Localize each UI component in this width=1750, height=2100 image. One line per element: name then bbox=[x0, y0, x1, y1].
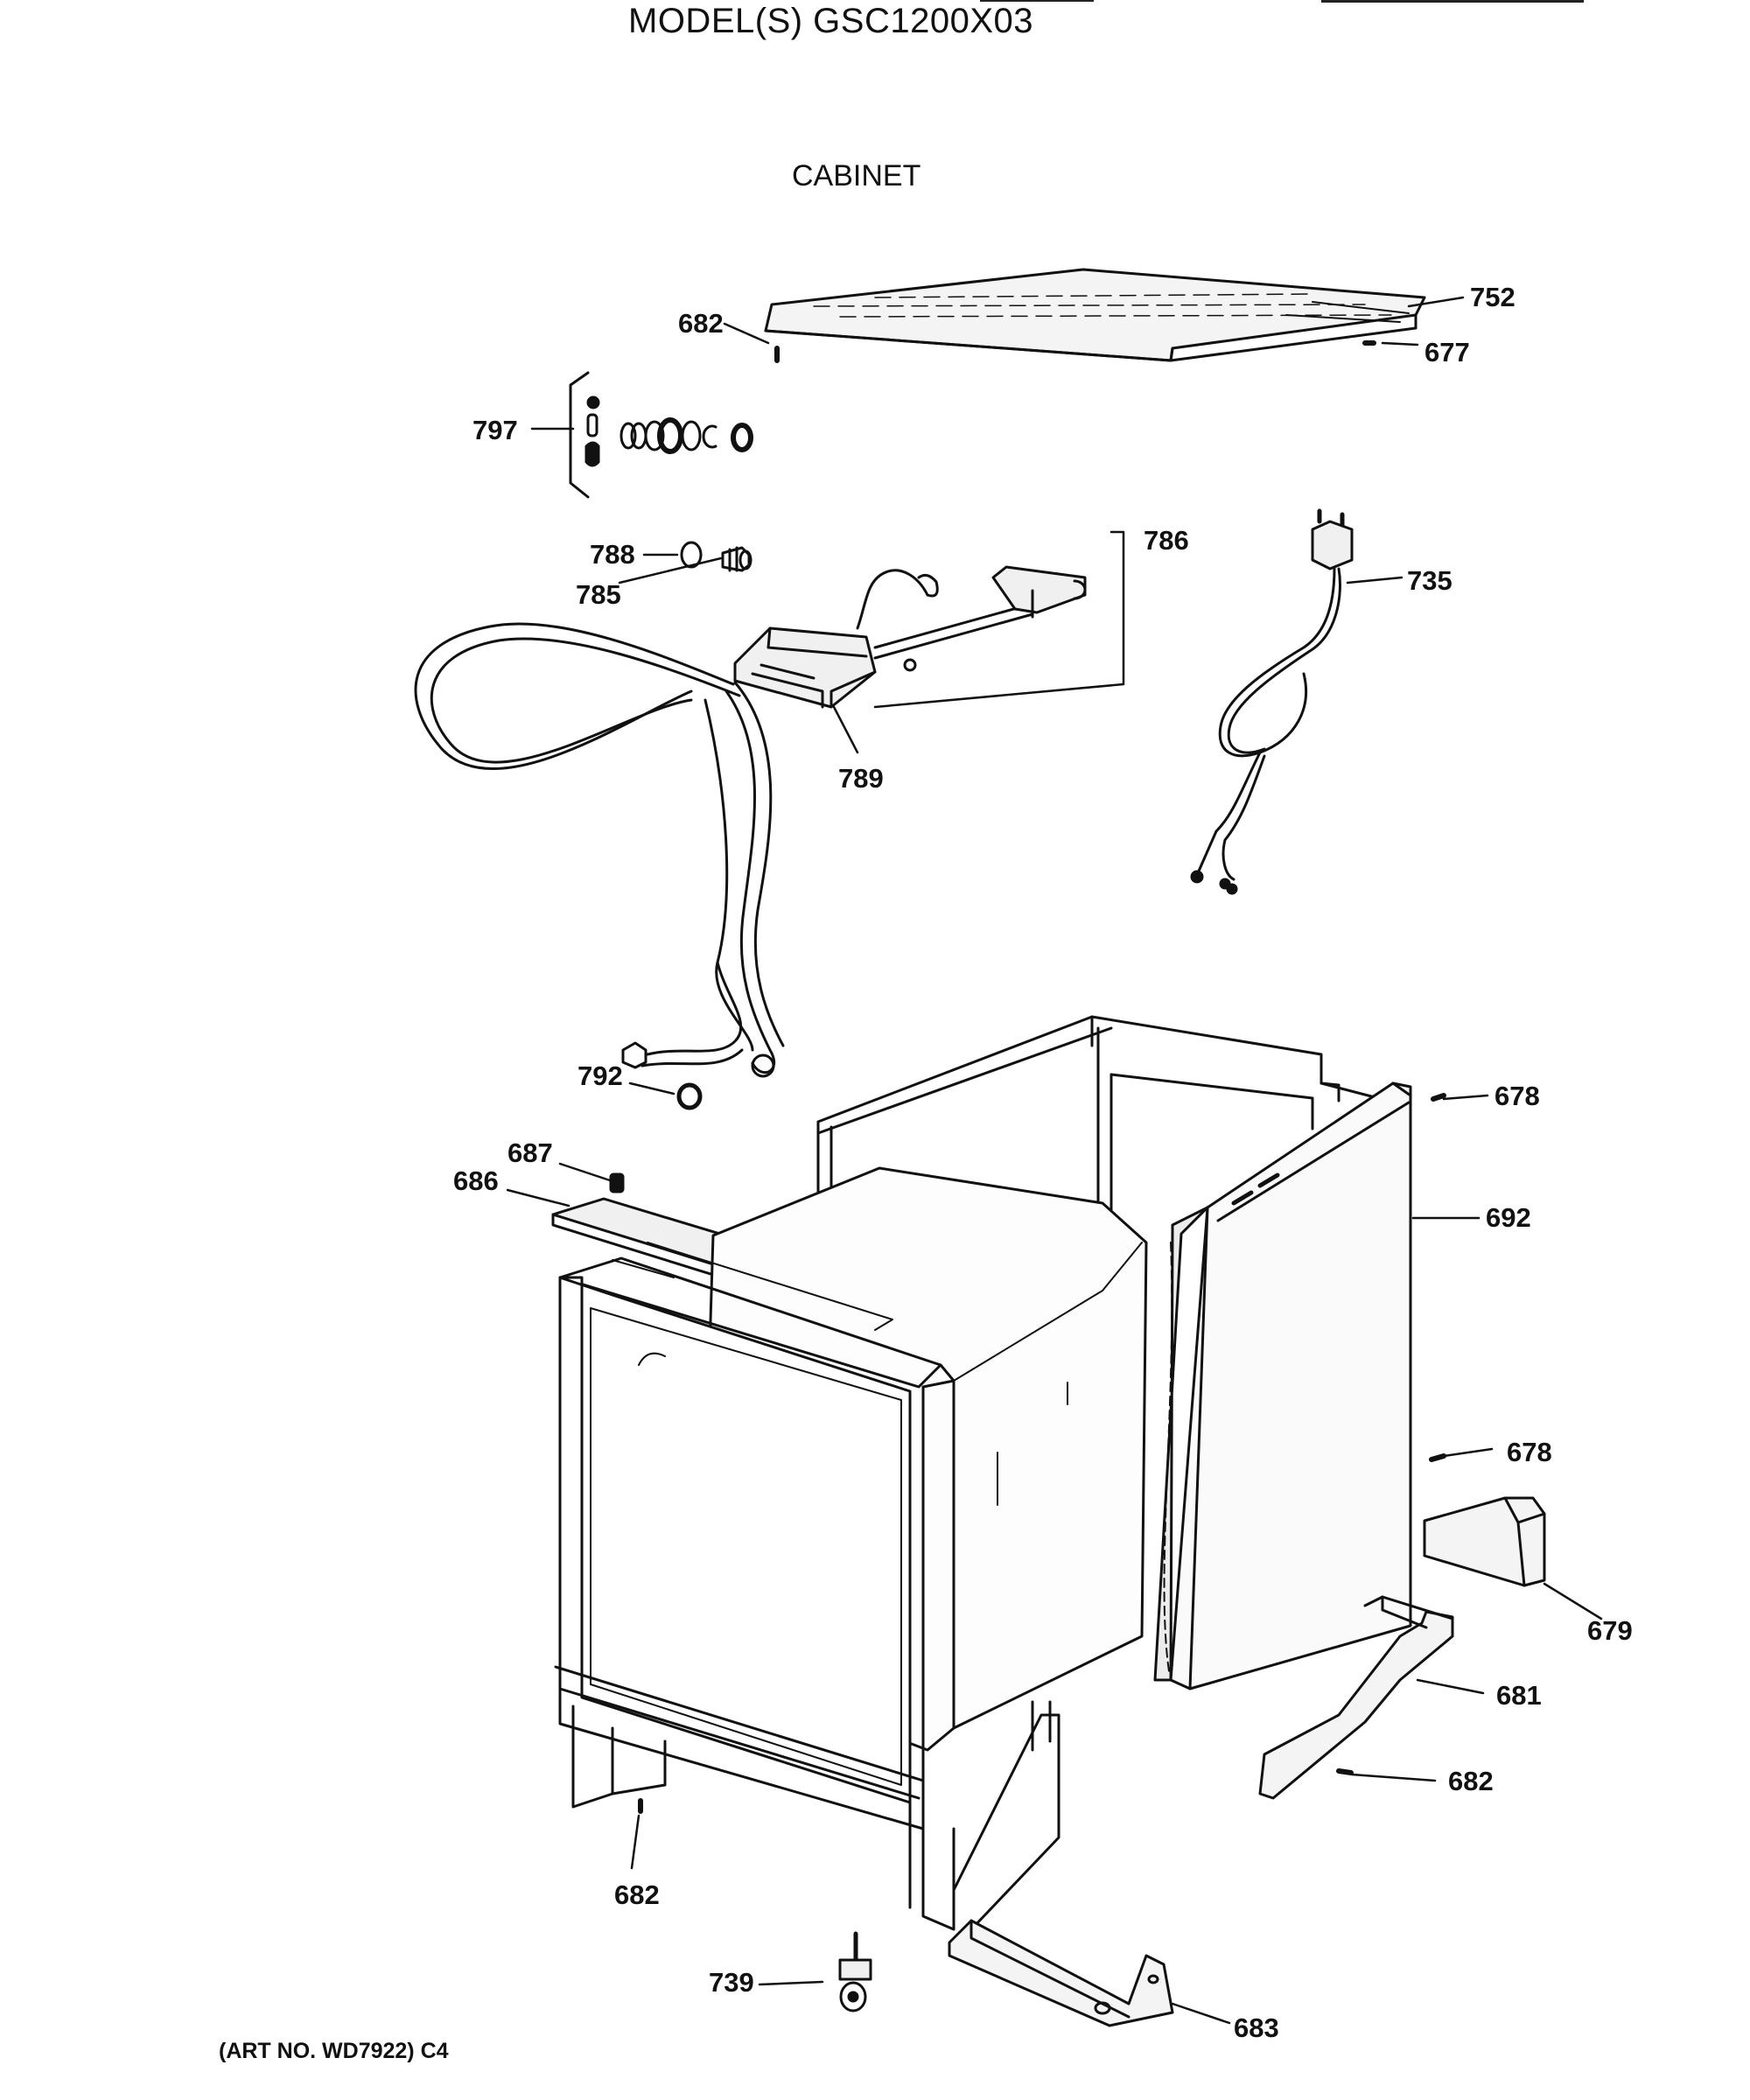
fitting-785 bbox=[721, 546, 752, 572]
o-ring-788 bbox=[680, 541, 703, 569]
leveling-leg-739 bbox=[838, 1931, 872, 2012]
label-687: 687 bbox=[508, 1138, 553, 1168]
leader-lines bbox=[506, 296, 1603, 2025]
label-788: 788 bbox=[590, 539, 635, 570]
label-679: 679 bbox=[1587, 1615, 1633, 1646]
label-735: 735 bbox=[1407, 565, 1452, 596]
label-792: 792 bbox=[578, 1060, 623, 1091]
label-678-upper: 678 bbox=[1494, 1081, 1540, 1111]
label-681: 681 bbox=[1496, 1680, 1542, 1711]
label-682-right: 682 bbox=[1448, 1766, 1494, 1796]
label-686: 686 bbox=[453, 1166, 499, 1196]
label-692: 692 bbox=[1486, 1202, 1531, 1233]
block-679 bbox=[1423, 1496, 1546, 1587]
side-panel-692 bbox=[1153, 1082, 1412, 1690]
label-682-bottom: 682 bbox=[614, 1880, 660, 1910]
clip-687 bbox=[609, 1172, 625, 1194]
label-678-lower: 678 bbox=[1507, 1437, 1552, 1467]
label-739: 739 bbox=[709, 1967, 754, 1998]
nut-792 bbox=[676, 1082, 703, 1110]
kit-797-parts bbox=[569, 371, 753, 499]
label-682-top: 682 bbox=[678, 308, 724, 339]
countertop-panel bbox=[764, 268, 1426, 362]
label-789: 789 bbox=[838, 763, 884, 794]
screw-682-right bbox=[1336, 1768, 1354, 1775]
label-683: 683 bbox=[1234, 2012, 1279, 2043]
base-bracket-683 bbox=[948, 1919, 1174, 2027]
power-cord-735 bbox=[1190, 508, 1354, 895]
top-rule-long bbox=[1321, 0, 1584, 3]
model-title: MODEL(S) GSC1200X03 bbox=[628, 2, 1034, 40]
label-797: 797 bbox=[472, 415, 518, 445]
section-title: CABINET bbox=[792, 159, 921, 192]
tub-body bbox=[554, 1166, 1148, 1931]
label-785: 785 bbox=[576, 579, 621, 610]
bracket-681 bbox=[1258, 1595, 1454, 1800]
label-752: 752 bbox=[1470, 282, 1516, 312]
hose-assembly bbox=[414, 565, 1087, 1078]
screw-678-upper bbox=[1431, 1093, 1446, 1102]
screw-678-lower bbox=[1429, 1453, 1446, 1462]
label-786: 786 bbox=[1144, 525, 1189, 556]
top-rule-short bbox=[980, 0, 1094, 2]
label-677: 677 bbox=[1424, 337, 1470, 368]
art-number: (ART NO. WD7922) C4 bbox=[219, 2039, 449, 2063]
